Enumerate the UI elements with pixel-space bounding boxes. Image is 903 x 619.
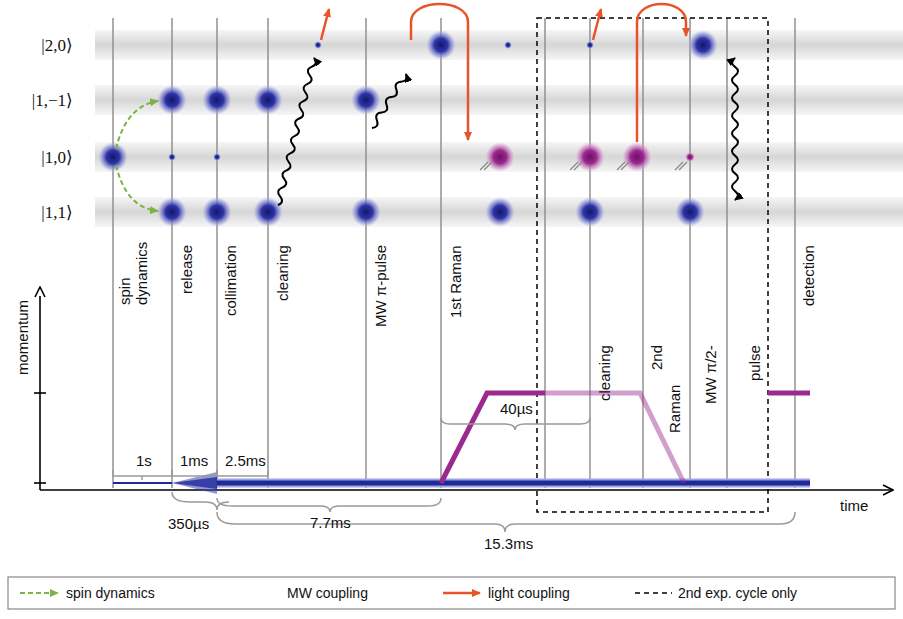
duration-label: 1ms: [180, 452, 208, 469]
atom-cloud: [157, 85, 187, 115]
state-label: |1,0⟩: [41, 147, 73, 168]
duration-label: 7.7ms: [310, 514, 351, 531]
step-label: collimation: [222, 245, 239, 316]
duration-label: 1s: [136, 452, 152, 469]
legend-text: spin dynamics: [66, 585, 155, 601]
axis-label: time: [840, 497, 868, 514]
atom-cloud: [157, 197, 187, 227]
atom-cloud: [168, 153, 176, 161]
step-label: pulse: [746, 345, 763, 381]
atom-cloud: [485, 142, 515, 172]
atom-cloud: [351, 85, 381, 115]
time-marker: [440, 18, 441, 488]
atom-cloud: [202, 85, 232, 115]
duration-label: 40µs: [500, 400, 533, 417]
slash-mark: [675, 162, 687, 170]
state-label: |2,0⟩: [41, 35, 73, 56]
step-label: cleaning: [596, 345, 613, 401]
step-label: MW π-pulse: [372, 245, 389, 327]
slash-mark: [617, 162, 629, 170]
state-band: |2,0⟩: [95, 30, 903, 60]
atom-cloud: [213, 153, 221, 161]
time-marker: [112, 18, 113, 488]
time-marker: [689, 18, 690, 488]
atom-cloud: [426, 30, 456, 60]
atom-cloud: [504, 41, 512, 49]
step-label: MW π/2-: [702, 345, 719, 404]
atom-cloud: [314, 41, 322, 49]
time-marker: [589, 18, 590, 488]
step-label: release: [178, 245, 195, 294]
atom-cloud: [351, 197, 381, 227]
state-label: |1,−1⟩: [32, 90, 73, 111]
step-label: detection: [800, 245, 817, 306]
atom-cloud: [688, 30, 718, 60]
duration-label: 350µs: [168, 515, 209, 532]
atom-cloud: [253, 197, 283, 227]
time-marker: [544, 18, 545, 488]
atom-cloud: [98, 142, 128, 172]
legend-text: MW coupling: [287, 585, 368, 601]
mw-coupling-arrow: [732, 58, 738, 200]
step-label: 2nd: [648, 345, 665, 370]
step-label: Raman: [666, 385, 683, 433]
slash-mark: [480, 162, 492, 170]
legend-text: 2nd exp. cycle only: [678, 585, 797, 601]
atom-cloud: [622, 142, 652, 172]
time-marker: [642, 18, 643, 488]
atom-cloud: [675, 197, 705, 227]
mw-coupling-arrow: [278, 58, 316, 205]
duration-label: 15.3ms: [484, 535, 533, 552]
step-label: spin dynamics: [116, 245, 150, 305]
duration-label: 2.5ms: [225, 452, 266, 469]
step-label: cleaning: [274, 245, 291, 301]
time-marker: [794, 18, 795, 488]
atom-cloud: [253, 85, 283, 115]
atom-cloud: [575, 197, 605, 227]
slash-mark: [570, 162, 582, 170]
atom-cloud: [202, 197, 232, 227]
step-label: 1st Raman: [447, 245, 464, 318]
atom-cloud: [485, 197, 515, 227]
state-label: |1,1⟩: [41, 202, 73, 223]
atom-cloud: [685, 152, 695, 162]
atom-cloud: [586, 41, 594, 49]
atom-cloud: [575, 142, 605, 172]
axis-label: momentum: [14, 300, 31, 375]
mw-coupling-arrow: [372, 74, 407, 128]
legend-text: light coupling: [488, 585, 570, 601]
time-marker: [726, 18, 727, 488]
